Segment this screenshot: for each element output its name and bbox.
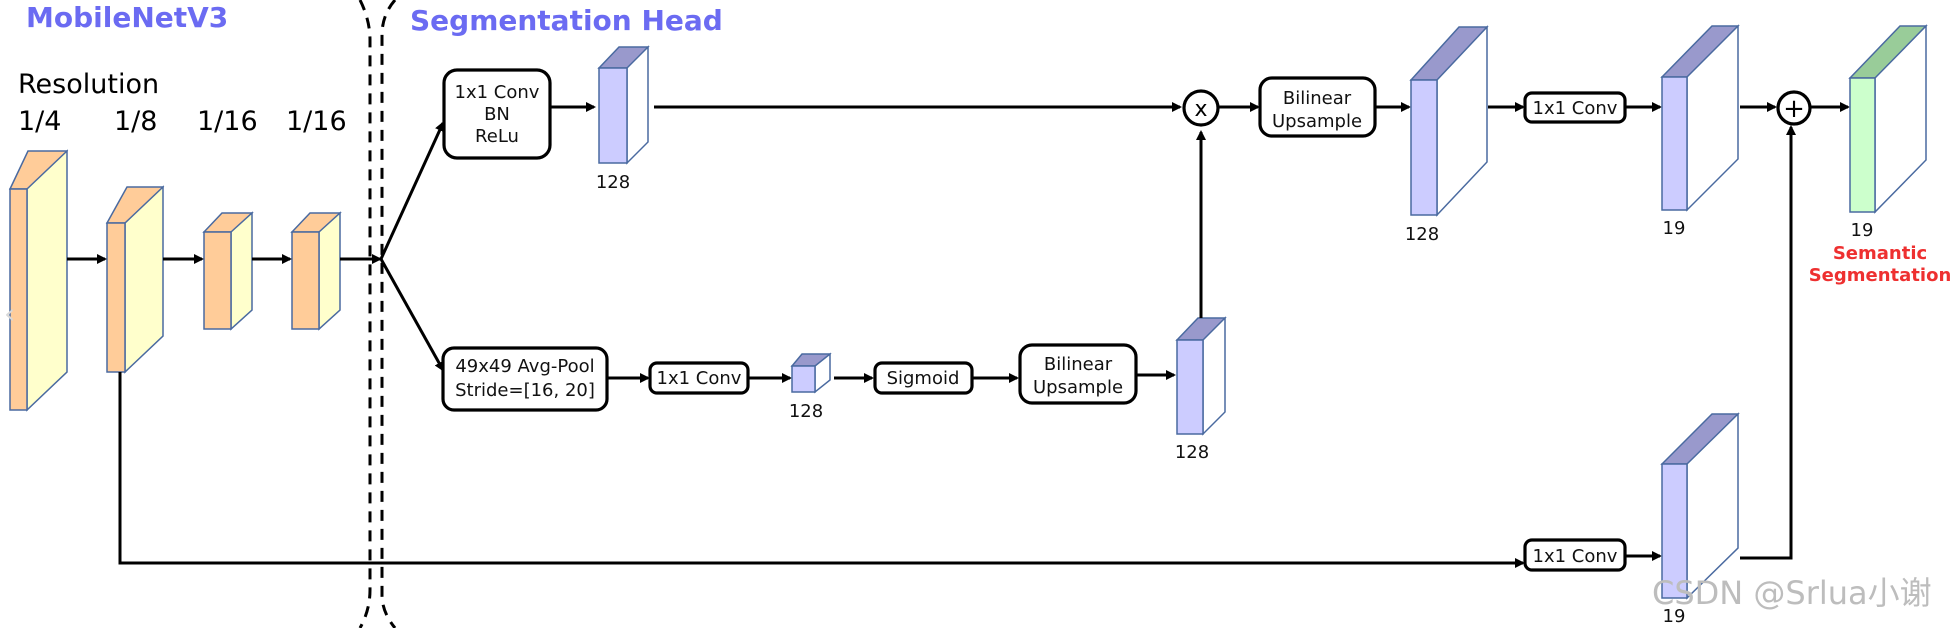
class-top-dim: 19 [1663, 218, 1686, 239]
add-operator: + [1776, 90, 1812, 126]
class-skip-feature-block [1660, 412, 1740, 600]
conv-bn-relu-box: 1x1 Conv BN ReLu [442, 68, 552, 160]
pool-feature-dim: 128 [789, 401, 823, 422]
pool-feature-block [790, 352, 832, 394]
conv-top-label: 1x1 Conv [1533, 98, 1618, 119]
avg-pool-line-2: Stride=[16, 20] [455, 380, 595, 401]
backbone-region-border [358, 0, 372, 628]
bilinear-upsample-low-box: Bilinear Upsample [1018, 343, 1138, 405]
backbone-feature-block-1 [8, 149, 69, 412]
bilinear-low-line-2: Upsample [1033, 377, 1123, 398]
head-region-border [380, 0, 397, 628]
arrow-skip-to-add [1740, 125, 1796, 560]
watermark: CSDN @Srlua小谢 [1652, 574, 1932, 612]
resolution-stage-2: 1/8 [114, 106, 157, 137]
conv-top-box: 1x1 Conv [1523, 91, 1627, 124]
resolution-label: Resolution [18, 69, 159, 100]
top-feature-block [597, 45, 650, 165]
conv-bn-relu-line-1: 1x1 Conv [455, 82, 540, 103]
sigmoid-label: Sigmoid [887, 368, 960, 389]
output-label-line-2: Segmentation [1809, 265, 1952, 286]
chevron-left-icon: ‹ [4, 297, 15, 330]
upsampled-top-feature-block [1409, 25, 1489, 217]
add-symbol: + [1783, 94, 1805, 124]
output-label-line-1: Semantic [1833, 243, 1927, 264]
output-dim: 19 [1851, 220, 1874, 241]
resolution-stage-3: 1/16 [197, 106, 258, 137]
upsampled-low-dim: 128 [1175, 442, 1209, 463]
avg-pool-line-1: 49x49 Avg-Pool [455, 356, 594, 377]
conv-bn-relu-line-2: BN [484, 104, 510, 125]
conv-bn-relu-line-3: ReLu [475, 126, 519, 147]
conv-skip-box: 1x1 Conv [1523, 538, 1627, 572]
class-skip-dim: 19 [1663, 606, 1686, 627]
sigmoid-box: Sigmoid [873, 361, 974, 395]
conv-pool-label: 1x1 Conv [657, 368, 742, 389]
backbone-feature-block-4 [290, 211, 342, 331]
multiply-symbol: x [1194, 97, 1207, 122]
resolution-stage-1: 1/4 [18, 106, 61, 137]
upsampled-top-dim: 128 [1405, 224, 1439, 245]
bilinear-low-line-1: Bilinear [1044, 354, 1113, 375]
multiply-operator: x [1182, 89, 1220, 127]
conv-pool-box: 1x1 Conv [648, 361, 750, 395]
backbone-feature-block-3 [202, 211, 254, 331]
backbone-title: MobileNetV3 [26, 1, 228, 34]
arrow-split-bottom [379, 258, 445, 372]
resolution-stage-4: 1/16 [286, 106, 347, 137]
bilinear-top-line-2: Upsample [1272, 111, 1362, 132]
conv-skip-label: 1x1 Conv [1533, 546, 1618, 567]
avg-pool-box: 49x49 Avg-Pool Stride=[16, 20] [441, 346, 609, 412]
skip-connection-line [118, 372, 1525, 568]
bilinear-upsample-top-box: Bilinear Upsample [1258, 76, 1377, 138]
arrow-split-top [379, 121, 445, 260]
bilinear-top-line-1: Bilinear [1283, 88, 1352, 109]
top-feature-dim: 128 [596, 172, 630, 193]
backbone-feature-block-2 [105, 185, 165, 374]
upsampled-low-feature-block [1175, 316, 1227, 436]
head-title: Segmentation Head [410, 4, 723, 37]
output-feature-block [1848, 24, 1928, 214]
class-top-feature-block [1660, 24, 1740, 212]
